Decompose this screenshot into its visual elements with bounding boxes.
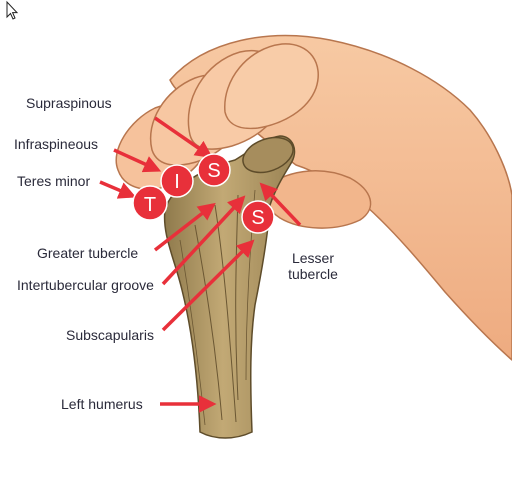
svg-text:S: S bbox=[207, 160, 220, 182]
svg-text:S: S bbox=[251, 207, 264, 229]
label-arrows bbox=[99, 116, 302, 413]
badge-supraspinatus: S bbox=[197, 153, 231, 187]
label-lesser-tubercle: Lesser tubercle bbox=[283, 250, 343, 282]
label-infraspineous: Infraspineous bbox=[14, 136, 99, 152]
arrow-lesser-tubercle bbox=[259, 182, 302, 227]
arrow-subscapularis bbox=[161, 239, 255, 332]
label-teres-minor: Teres minor bbox=[17, 173, 91, 189]
arrow-infraspineous bbox=[113, 148, 162, 173]
label-supraspinous: Supraspinous bbox=[26, 95, 112, 111]
arrow-teres-minor bbox=[99, 180, 137, 199]
label-greater-tubercle: Greater tubercle bbox=[37, 245, 139, 261]
label-intertubercular-groove: Intertubercular groove bbox=[17, 277, 154, 293]
arrow-supraspinous bbox=[154, 116, 213, 158]
arrow-greater-tubercle bbox=[153, 202, 216, 252]
svg-text:I: I bbox=[174, 171, 180, 193]
label-lesser-tubercle-line1: Lesser bbox=[291, 250, 335, 266]
cursor-icon bbox=[6, 0, 19, 20]
label-subscapularis: Subscapularis bbox=[66, 327, 154, 343]
label-lesser-tubercle-line2: tubercle bbox=[288, 266, 338, 282]
label-left-humerus: Left humerus bbox=[61, 396, 143, 412]
badge-subscapularis: S bbox=[241, 200, 275, 234]
badge-teres-minor: T bbox=[132, 185, 168, 221]
muscle-badges: S I T S bbox=[132, 153, 275, 234]
svg-text:T: T bbox=[144, 194, 156, 216]
arrow-intertubercular-groove bbox=[161, 195, 246, 286]
badge-infraspinatus: I bbox=[160, 164, 194, 198]
